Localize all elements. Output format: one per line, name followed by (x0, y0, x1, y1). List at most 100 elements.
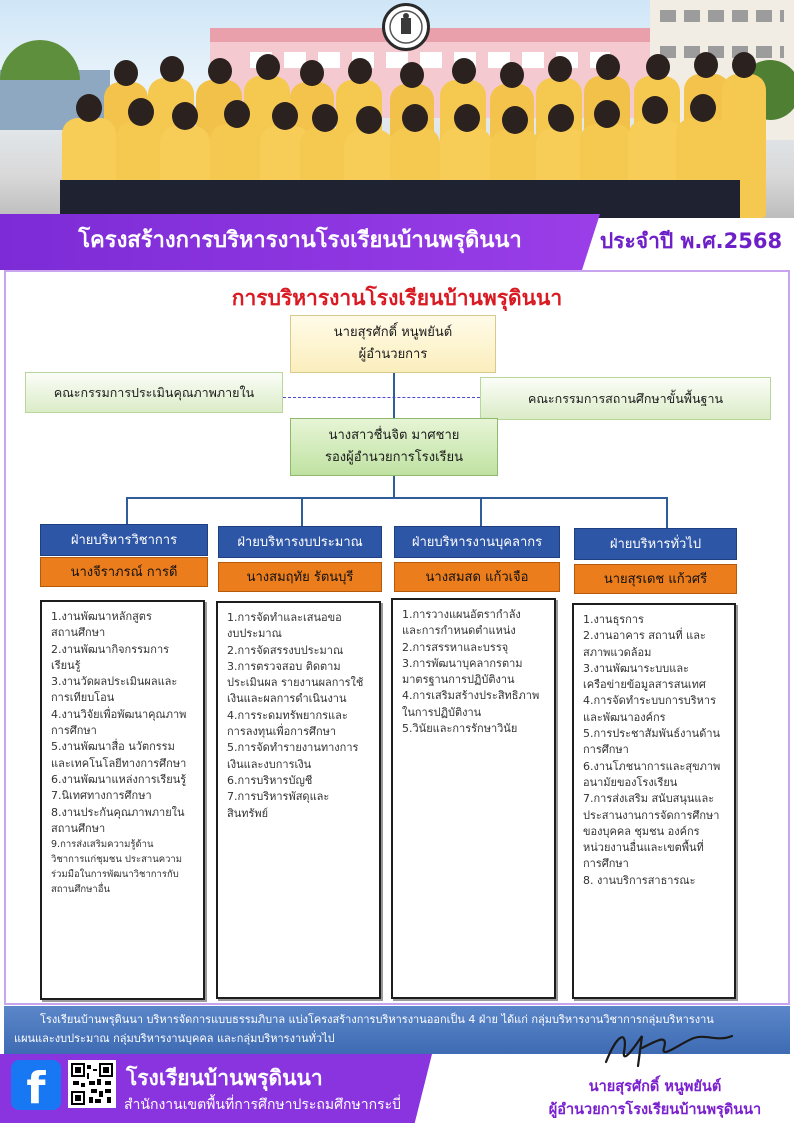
task-item: 7.การบริหารพัสดุและ (227, 790, 330, 804)
task-item: 8. งานบริการสาธารณะ (583, 873, 696, 887)
connector-dept-academic (126, 497, 128, 524)
task-item: 4.งานวิจัยเพื่อพัฒนาคุณภาพ (51, 707, 187, 721)
task-item: 5.การประชาสัมพันธ์งานด้าน (583, 727, 721, 741)
footer-school-name: โรงเรียนบ้านพรุดินนา (126, 1066, 323, 1090)
task-item: การเทียบโอน (51, 691, 115, 705)
task-item: สถานศึกษา (51, 821, 106, 835)
org-chart-title: การบริหารงานโรงเรียนบ้านพรุดินนา (231, 286, 563, 310)
task-item: สินทรัพย์ (227, 806, 269, 820)
dept-budget-leader: นางสมฤทัย รัตนบุรี (218, 562, 382, 592)
task-item: ร่วมมือในการพัฒนาวิชาการกับ (51, 869, 179, 881)
task-item: สภาพแวดล้อม (583, 645, 652, 659)
task-item: การศึกษา (51, 724, 97, 738)
task-list: 1.งานพัฒนาหลักสูตรสถานศึกษา 2.งานพัฒนากิจ… (51, 609, 197, 837)
director-role: ผู้อำนวยการ (358, 347, 428, 362)
task-item: 6.การบริหารบัญชี (227, 773, 313, 787)
summary-line-1: โรงเรียนบ้านพรุดินนา บริหารจัดการแบบธรรม… (40, 1013, 714, 1026)
task-item: สถานศึกษาอื่น (51, 884, 110, 896)
summary-line-2: แผนและงบประมาณ กลุ่มบริหารงานบุคคล และกล… (14, 1032, 335, 1045)
task-item: 9.การส่งเสริมความรู้ด้าน (51, 839, 154, 851)
task-item: 2.การสรรหาและบรรจุ (402, 640, 509, 654)
facebook-icon[interactable]: f (11, 1060, 61, 1114)
dept-general-tasks: 1.งานธุรการ 2.งานอาคาร สถานที่ และสภาพแวด… (572, 603, 736, 999)
deputy-name: นางสาวชื่นจิต มาศชาย (328, 428, 460, 443)
connector-dept-general (666, 497, 668, 528)
task-item: 3.งานพัฒนาระบบและ (583, 661, 689, 675)
director-box: นายสุรศักดิ์ หนูพยันต์ ผู้อำนวยการ (290, 315, 496, 373)
task-item: เงินและผลการดำเนินงาน (227, 692, 347, 706)
dept-general-title: ฝ่ายบริหารทั่วไป (574, 528, 737, 560)
year-label: ประจำปี พ.ศ.2568 (599, 229, 783, 253)
connector-director-deputy (393, 373, 395, 418)
header-photo (0, 0, 794, 218)
school-board-committee-box: คณะกรรมการสถานศึกษาขั้นพื้นฐาน (480, 377, 771, 420)
task-item: 1.งานพัฒนาหลักสูตร (51, 610, 152, 623)
deputy-director-box: นางสาวชื่นจิต มาศชาย รองผู้อำนวยการโรงเร… (290, 418, 498, 476)
task-item: 7.นิเทศทางการศึกษา (51, 789, 152, 803)
task-item: 4.การจัดทำระบบการบริหาร (583, 694, 717, 708)
connector-bus (126, 497, 668, 499)
connector-committees (283, 397, 480, 398)
task-item: 1.การจัดทำและเสนอขอ (227, 611, 342, 624)
footer-office-name: สำนักงานเขตพื้นที่การศึกษาประถมศึกษากระบ… (124, 1097, 401, 1113)
signer-role: ผู้อำนวยการโรงเรียนบ้านพรุดินนา (548, 1102, 762, 1118)
task-item: 5.วินัยและการรักษาวินัย (402, 722, 518, 736)
connector-dept-personnel (480, 497, 482, 526)
deputy-role: รองผู้อำนวยการโรงเรียน (324, 450, 464, 465)
task-item: สถานศึกษา (51, 626, 106, 640)
dept-personnel-title: ฝ่ายบริหารงานบุคลากร (394, 526, 560, 558)
dept-academic-tasks: 1.งานพัฒนาหลักสูตรสถานศึกษา 2.งานพัฒนากิจ… (40, 600, 205, 1000)
task-list: 1.การวางแผนอัตรากำลังและการกำหนดตำแหน่ง 2… (402, 607, 548, 737)
connector-deputy-bus (393, 476, 395, 498)
dept-academic-title: ฝ่ายบริหารวิชาการ (40, 524, 208, 556)
task-item: 7.การส่งเสริม สนับสนุนและ (583, 792, 715, 806)
page-title: โครงสร้างการบริหารงานโรงเรียนบ้านพรุดินน… (78, 228, 522, 253)
task-item: 2.งานอาคาร สถานที่ และ (583, 629, 706, 643)
task-item: 2.งานพัฒนากิจกรรมการ (51, 642, 170, 656)
task-list: 1.งานธุรการ 2.งานอาคาร สถานที่ และสภาพแวด… (583, 612, 728, 889)
task-item: วิชาการแก่ชุมชน ประสานความ (51, 854, 183, 866)
task-list: 1.การจัดทำและเสนอของบประมาณ 2.การจัดสรรงบ… (227, 610, 373, 822)
task-item: งบประมาณ (227, 627, 282, 641)
task-item: การศึกษา (583, 857, 629, 871)
director-signature (604, 1034, 734, 1068)
task-item: การลงทุนเพื่อการศึกษา (227, 725, 337, 739)
task-item: 6.งานพัฒนาแหล่งการเรียนรู้ (51, 772, 187, 786)
task-item: 1.การวางแผนอัตรากำลัง (402, 608, 521, 621)
task-item: 3.การพัฒนาบุคลากรตาม (402, 656, 523, 670)
task-item: 6.งานโภชนาการและสุขภาพ (583, 759, 721, 773)
task-item: เงินและงบการเงิน (227, 757, 312, 771)
task-item: อนามัยของโรงเรียน (583, 775, 678, 789)
connector-dept-budget (301, 497, 303, 526)
task-item: เรียนรู้ (51, 658, 81, 672)
title-banner: โครงสร้างการบริหารงานโรงเรียนบ้านพรุดินน… (0, 214, 794, 270)
task-item: 1.งานธุรการ (583, 613, 644, 626)
task-item: มาตรฐานการปฏิบัติงาน (402, 673, 515, 687)
task-item: ของบุคคล ชุมชน องค์กร (583, 824, 700, 838)
signer-name: นายสุรศักดิ์ หนูพยันต์ (588, 1079, 722, 1095)
task-item: 5.การจัดทำรายงานทางการ (227, 741, 359, 755)
task-item: การศึกษา (583, 743, 629, 757)
director-name: นายสุรศักดิ์ หนูพยันต์ (333, 325, 453, 340)
dept-personnel-tasks: 1.การวางแผนอัตรากำลังและการกำหนดตำแหน่ง 2… (391, 598, 556, 999)
task-item: 3.การตรวจสอบ ติดตาม (227, 659, 341, 673)
task-item: และเทคโนโลยีทางการศึกษา (51, 756, 187, 770)
task-item: และการกำหนดตำแหน่ง (402, 624, 516, 638)
dept-personnel-leader: นางสมสด แก้วเจือ (394, 562, 560, 592)
task-list-small: 9.การส่งเสริมความรู้ด้านวิชาการแก่ชุมชน … (51, 837, 197, 897)
task-item: 5.งานพัฒนาสื่อ นวัตกรรม (51, 740, 175, 754)
dept-budget-tasks: 1.การจัดทำและเสนอของบประมาณ 2.การจัดสรรงบ… (216, 601, 381, 999)
internal-quality-committee-box: คณะกรรมการประเมินคุณภาพภายใน (25, 372, 283, 413)
task-item: 8.งานประกันคุณภาพภายใน (51, 805, 185, 819)
school-emblem-icon (382, 3, 430, 51)
task-item: ประสานงานการจัดการศึกษา (583, 808, 720, 822)
task-item: ประเมินผล รายงานผลการใช้ (227, 676, 364, 690)
dept-general-leader: นายสุรเดช แก้วศรี (574, 564, 737, 594)
dept-academic-leader: นางจีราภรณ์ การดี (40, 557, 208, 587)
task-item: เครือข่ายข้อมูลสารสนเทศ (583, 678, 706, 692)
task-item: ในการปฏิบัติงาน (402, 705, 482, 719)
dept-budget-title: ฝ่ายบริหารงบประมาณ (218, 526, 382, 558)
qr-code-icon (68, 1060, 116, 1108)
task-item: 2.การจัดสรรงบประมาณ (227, 643, 344, 657)
task-item: 3.งานวัดผลประเมินผลและ (51, 675, 178, 689)
